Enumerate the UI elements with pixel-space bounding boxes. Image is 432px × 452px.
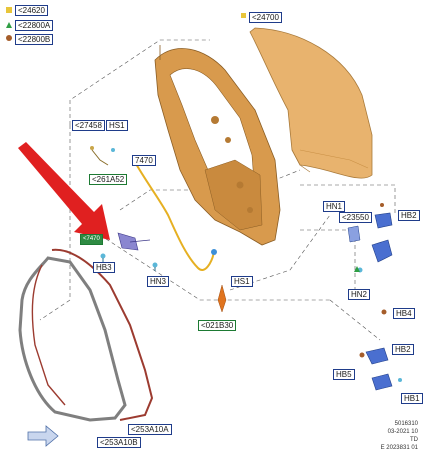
callout-hb5: HB5 xyxy=(333,369,355,380)
outer-door-skin xyxy=(249,27,373,179)
callout-hb1: HB1 xyxy=(401,393,423,404)
callout-hs1-mid: HS1 xyxy=(231,276,253,287)
callout-hs1-top: HS1 xyxy=(106,120,128,131)
legend-label-24620: <24620 xyxy=(15,5,48,16)
cable-connector-icon xyxy=(211,249,217,255)
marker-square-icon xyxy=(241,13,246,18)
reference-code: TD xyxy=(410,437,418,443)
legend-square-icon xyxy=(6,7,12,13)
callout-24700: <24700 xyxy=(249,12,282,23)
hinge-brackets xyxy=(347,203,402,391)
callout-hb3: HB3 xyxy=(93,262,115,273)
marker-triangle-icon xyxy=(354,266,360,272)
legend-label-22800b: <22800B xyxy=(15,34,54,45)
reference-block: 5016310 03-2021 10 TD E 2023831 01 xyxy=(381,420,418,452)
inner-door-frame xyxy=(154,45,281,246)
door-limiter xyxy=(217,284,227,313)
callout-hn2: HN2 xyxy=(348,289,371,300)
check-strap-bracket xyxy=(117,232,151,251)
callout-253a10b: <253A10B xyxy=(97,437,141,448)
callout-021b30: <021B30 xyxy=(198,320,237,331)
reference-date: 03-2021 10 xyxy=(387,429,418,435)
callout-hb2-low: HB2 xyxy=(392,344,414,355)
reference-id: E 2023831 01 xyxy=(380,445,418,451)
orientation-arrow-icon xyxy=(27,425,59,447)
callout-261a52: <261A52 xyxy=(89,174,128,185)
legend-circle-icon xyxy=(6,35,12,41)
callout-7470-highlight: <7470 xyxy=(80,234,103,245)
callout-23550: <23550 xyxy=(339,212,372,223)
callout-hn3: HN3 xyxy=(147,276,170,287)
callout-hb4: HB4 xyxy=(393,308,415,319)
legend-triangle-icon xyxy=(6,22,12,28)
callout-27458: <27458 xyxy=(72,120,105,131)
callout-hb2-top: HB2 xyxy=(398,210,420,221)
wiring-cable xyxy=(134,161,215,271)
door-seals xyxy=(18,248,154,422)
callout-253a10a: <253A10A xyxy=(128,424,172,435)
callout-7470: 7470 xyxy=(132,155,156,166)
red-pointer-arrow xyxy=(18,142,110,240)
reference-number: 5016310 xyxy=(394,421,418,427)
callout-hn1: HN1 xyxy=(323,201,346,212)
legend-label-22800a: <22800A xyxy=(15,20,54,31)
hinge-pins xyxy=(90,146,158,271)
